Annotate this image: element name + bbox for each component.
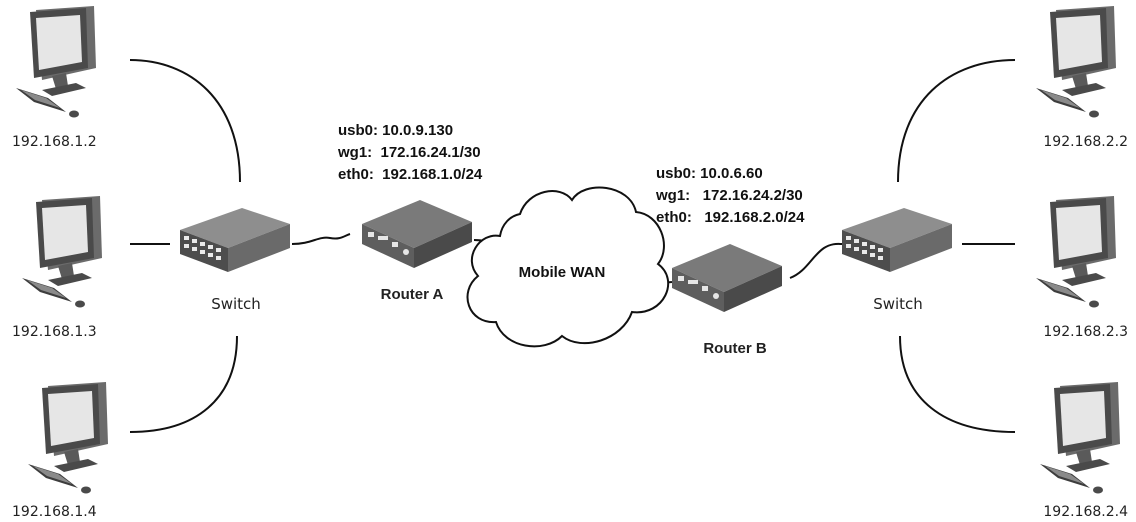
desktop-computer-icon — [28, 382, 108, 494]
link-switch-right-to-host-2-2 — [897, 59, 1016, 183]
router-b-eth0: eth0: 192.168.2.0/24 — [656, 209, 805, 226]
link-switch-right-to-host-2-4 — [899, 335, 1016, 433]
switch-right-label: Switch — [873, 295, 923, 313]
router-b-wg1: wg1: 172.16.24.2/30 — [655, 187, 803, 204]
host-ip-label: 192.168.2.3 — [1043, 324, 1128, 340]
router-b-usb0: usb0: 10.0.6.60 — [656, 165, 763, 182]
mobile-wan-label: Mobile WAN — [519, 264, 606, 281]
link-switch-left-to-router-a — [291, 233, 351, 245]
host-ip-label: 192.168.2.2 — [1043, 134, 1128, 150]
router-a-eth0: eth0: 192.168.1.0/24 — [338, 166, 483, 183]
switch-icon — [842, 208, 952, 272]
router-b-label: Router B — [703, 340, 767, 357]
host-ip-label: 192.168.1.4 — [12, 504, 97, 520]
router-a-usb0: usb0: 10.0.9.130 — [338, 122, 453, 139]
switch-left-label: Switch — [211, 295, 261, 313]
router-a-label: Router A — [381, 286, 444, 303]
desktop-computer-icon — [22, 196, 102, 308]
link-host-1-4-to-switch-left — [129, 335, 238, 433]
router-icon — [672, 244, 782, 312]
host-ip-label: 192.168.1.3 — [12, 324, 97, 340]
mobile-wan-cloud — [466, 186, 670, 348]
desktop-computer-icon — [1036, 6, 1116, 118]
router-a-wg1: wg1: 172.16.24.1/30 — [337, 144, 481, 161]
host-ip-label: 192.168.1.2 — [12, 134, 97, 150]
link-router-b-to-switch-right — [789, 242, 843, 279]
desktop-computer-icon — [1036, 196, 1116, 308]
desktop-computer-icon — [16, 6, 96, 118]
desktop-computer-icon — [1040, 382, 1120, 494]
router-icon — [362, 200, 472, 268]
switch-icon — [180, 208, 290, 272]
link-host-1-2-to-switch-left — [129, 59, 241, 183]
host-ip-label: 192.168.2.4 — [1043, 504, 1128, 520]
